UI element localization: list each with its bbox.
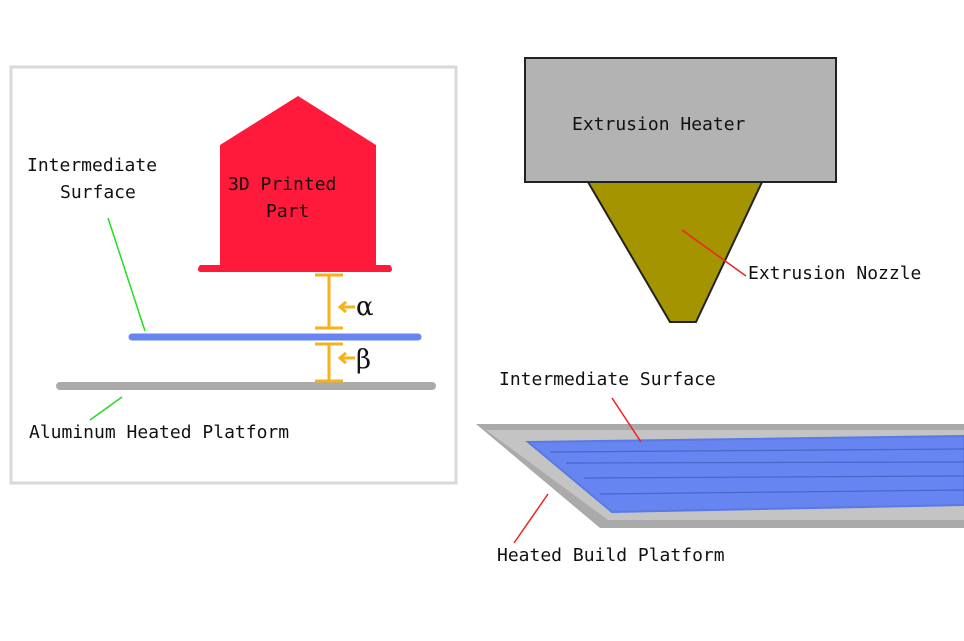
extrusion-heater <box>524 57 837 183</box>
nozzle-leader-line <box>681 229 747 277</box>
nozzle-label: Extrusion Nozzle <box>748 263 921 284</box>
printed-part <box>198 96 392 272</box>
right-intermediate-leader-line <box>611 397 642 443</box>
extrusion-nozzle <box>586 181 764 323</box>
intermediate-label-line2: Surface <box>60 182 136 203</box>
intermediate-label-line1: Intermediate <box>27 155 157 176</box>
intermediate-leader-line <box>107 217 146 332</box>
build-platform-leader-line <box>513 493 549 544</box>
gap-beta-marker <box>315 342 355 383</box>
left-diagram: 3D Printed Part α β Intermediate Surface <box>9 65 458 485</box>
gap-beta-label: β <box>356 345 371 375</box>
build-platform-label: Heated Build Platform <box>497 545 725 566</box>
heater-label: Extrusion Heater <box>572 114 746 135</box>
right-diagram: Extrusion Heater Extrusion Nozzle Interm… <box>476 57 964 566</box>
left-panel-frame <box>9 65 458 485</box>
platform-label: Aluminum Heated Platform <box>29 422 289 443</box>
platform-leader-line <box>89 396 123 421</box>
part-label-line2: Part <box>266 201 309 222</box>
gap-alpha-label: α <box>356 292 374 322</box>
right-intermediate-label: Intermediate Surface <box>499 369 716 390</box>
sheet-stripes <box>549 448 964 495</box>
part-label-line1: 3D Printed <box>228 174 336 195</box>
gap-alpha-marker <box>315 273 355 330</box>
